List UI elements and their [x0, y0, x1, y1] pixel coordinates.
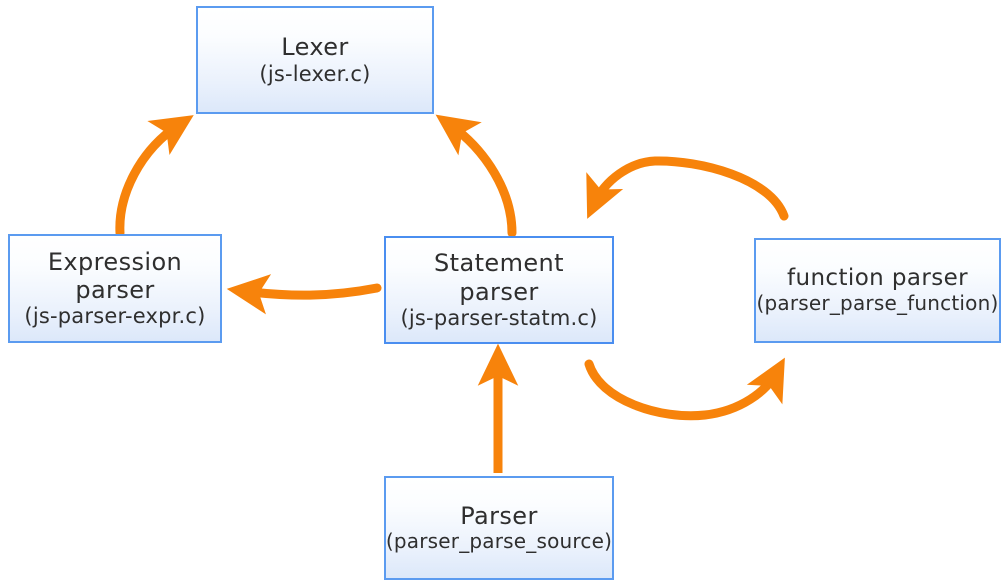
node-statement-parser-title-line2: parser: [459, 277, 539, 306]
arrow-function-parser-to-statement-parser: [586, 156, 789, 221]
node-parser[interactable]: Parser (parser_parse_source): [384, 476, 614, 580]
arrow-statement-parser-to-function-parser: [584, 357, 785, 421]
node-expression-parser[interactable]: Expression parser (js-parser-expr.c): [8, 234, 222, 343]
node-function-parser-subtitle: (parser_parse_function): [756, 291, 999, 316]
node-expression-parser-title-line1: Expression: [47, 247, 183, 276]
node-expression-parser-subtitle: (js-parser-expr.c): [24, 304, 206, 329]
node-parser-subtitle: (parser_parse_source): [385, 529, 613, 554]
node-statement-parser[interactable]: Statement parser (js-parser-statm.c): [384, 236, 614, 344]
node-lexer-subtitle: (js-lexer.c): [259, 61, 371, 86]
node-lexer-title: Lexer: [281, 33, 349, 62]
node-statement-parser-title-line1: Statement: [434, 249, 564, 278]
node-expression-parser-title-line2: parser: [75, 276, 155, 305]
node-function-parser[interactable]: function parser (parser_parse_function): [754, 238, 1001, 343]
arrow-statement-parser-to-lexer: [435, 114, 517, 238]
node-parser-title: Parser: [460, 502, 538, 531]
arrow-expression-parser-to-lexer: [115, 115, 194, 238]
node-lexer[interactable]: Lexer (js-lexer.c): [196, 6, 434, 114]
node-statement-parser-subtitle: (js-parser-statm.c): [400, 305, 598, 330]
arrow-statement-parser-to-expression-parser: [226, 274, 382, 315]
node-function-parser-title: function parser: [786, 265, 968, 292]
